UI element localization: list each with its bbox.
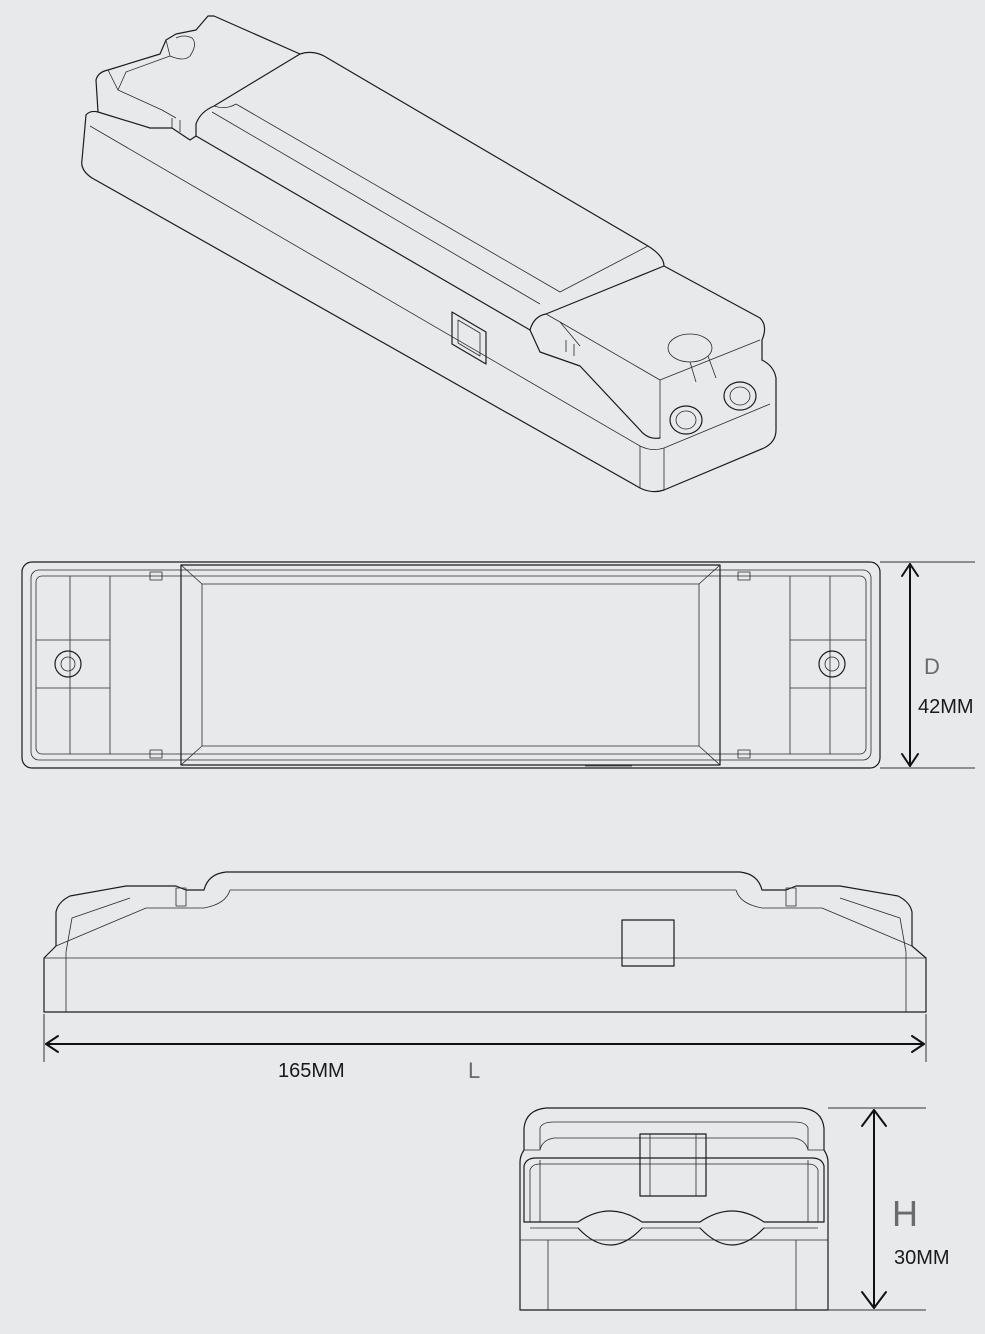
length-value: 165MM [278, 1060, 345, 1082]
side-view [43, 871, 927, 1013]
length-symbol: L [468, 1058, 480, 1083]
depth-symbol: D [924, 654, 940, 679]
height-value: 30MM [894, 1247, 950, 1269]
length-dimension [43, 1014, 927, 1062]
depth-value: 42MM [918, 696, 974, 718]
isometric-view [81, 15, 777, 493]
depth-dimension [880, 561, 975, 769]
height-dimension [828, 1107, 926, 1311]
height-symbol: H [892, 1193, 918, 1234]
end-view [519, 1107, 829, 1311]
top-view [21, 561, 881, 769]
